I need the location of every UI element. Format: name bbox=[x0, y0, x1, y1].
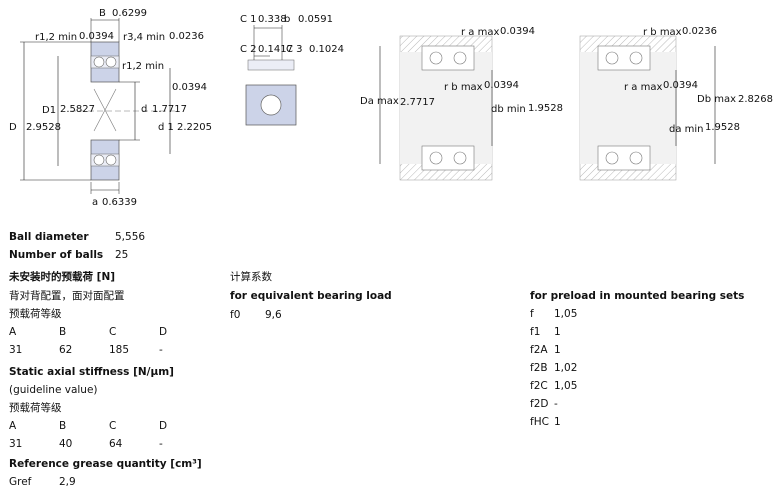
factor-f1-value: 1 bbox=[554, 326, 561, 338]
dim-D1-label: D1 bbox=[42, 105, 57, 116]
stiffness-header-b: B bbox=[59, 420, 67, 432]
dim-B-label: B bbox=[99, 8, 106, 19]
dim-d1-value: 2.2205 bbox=[177, 122, 212, 133]
dim-d-value: 1.7717 bbox=[152, 104, 187, 115]
calc-title: 计算系数 bbox=[230, 271, 272, 283]
dim-Dbmax-value: 2.8268 bbox=[738, 94, 773, 105]
f0-value: 9,6 bbox=[265, 309, 282, 321]
preload-value-d: - bbox=[159, 344, 163, 356]
dim-rbmax-label: r b max bbox=[444, 82, 483, 93]
dim-Damax-label: Da max bbox=[360, 96, 399, 107]
dim-D1-value: 2.5827 bbox=[60, 104, 95, 115]
ball-diameter-value: 5,556 bbox=[115, 231, 146, 243]
num-balls-value: 25 bbox=[115, 249, 129, 261]
dim-C3-label: C 3 bbox=[286, 44, 303, 55]
dim-rbmax-value: 0.0394 bbox=[484, 80, 519, 91]
factor-fhc-value: 1 bbox=[554, 416, 561, 428]
stiffness-class-label: 预载荷等级 bbox=[9, 402, 62, 414]
factor-fhc-label: fHC bbox=[530, 416, 549, 428]
factor-f-value: 1,05 bbox=[554, 308, 578, 320]
preload-value-c: 185 bbox=[109, 344, 130, 356]
preload-value-b: 62 bbox=[59, 344, 73, 356]
preload-header-d: D bbox=[159, 326, 168, 338]
ball-diameter-label: Ball diameter bbox=[9, 231, 89, 243]
preload-subtitle: 背对背配置，面对面配置 bbox=[9, 290, 125, 302]
dim-dbmin-value: 1.9528 bbox=[528, 103, 563, 114]
dim-r12min-b-value: 0.0394 bbox=[172, 82, 207, 93]
mounting-arrangement-2 bbox=[579, 35, 716, 181]
grease-label: Gref bbox=[9, 476, 32, 488]
factor-f2a-value: 1 bbox=[554, 344, 561, 356]
dim-C1-label: C 1 bbox=[240, 14, 257, 25]
grease-value: 2,9 bbox=[59, 476, 76, 488]
dim-rbmax2-value: 0.0236 bbox=[682, 26, 717, 37]
dim-dbmin-label: db min bbox=[491, 104, 526, 115]
stiffness-title: Static axial stiffness [N/µm] bbox=[9, 366, 174, 378]
dim-r34min-value: 0.0236 bbox=[169, 31, 204, 42]
factor-f2b-label: f2B bbox=[530, 362, 548, 374]
stiffness-value-c: 64 bbox=[109, 438, 123, 450]
f0-label: f0 bbox=[230, 309, 241, 321]
stiffness-header-c: C bbox=[109, 420, 117, 432]
preload-sets-title: for preload in mounted bearing sets bbox=[530, 290, 745, 302]
dim-rbmax2-label: r b max bbox=[643, 27, 682, 38]
dim-ramax2-value: 0.0394 bbox=[663, 80, 698, 91]
factor-f2c-value: 1,05 bbox=[554, 380, 578, 392]
num-balls-label: Number of balls bbox=[9, 249, 104, 261]
preload-header-a: A bbox=[9, 326, 17, 338]
bearing-drawings bbox=[20, 18, 716, 194]
preload-header-c: C bbox=[109, 326, 117, 338]
dim-d-label: d bbox=[141, 104, 148, 115]
grease-title: Reference grease quantity [cm³] bbox=[9, 458, 202, 470]
dim-damin-label: da min bbox=[669, 124, 704, 135]
shield-detail bbox=[245, 25, 297, 126]
dim-b-value: 0.0591 bbox=[298, 14, 333, 25]
preload-header-b: B bbox=[59, 326, 67, 338]
dim-b-label: b bbox=[284, 14, 291, 25]
dim-d1-label: d 1 bbox=[158, 122, 174, 133]
dim-Damax-value: 2.7717 bbox=[400, 97, 435, 108]
dim-ramax-value: 0.0394 bbox=[500, 26, 535, 37]
dim-C1-value: 0.338 bbox=[258, 14, 287, 25]
factor-f2d-value: - bbox=[554, 398, 558, 410]
mounting-arrangement-1 bbox=[379, 35, 493, 181]
stiffness-header-a: A bbox=[9, 420, 17, 432]
dim-r12min-b-label: r1,2 min bbox=[122, 61, 165, 72]
dim-damin-value: 1.9528 bbox=[705, 122, 740, 133]
dim-C2-value: 0.1417 bbox=[258, 44, 293, 55]
stiffness-value-a: 31 bbox=[9, 438, 23, 450]
dim-r12min-value: 0.0394 bbox=[79, 31, 114, 42]
factor-f2c-label: f2C bbox=[530, 380, 548, 392]
dim-r12min-label: r1,2 min bbox=[35, 32, 78, 43]
dim-C3-value: 0.1024 bbox=[309, 44, 344, 55]
dim-a-label: a bbox=[92, 197, 99, 208]
factor-f1-label: f1 bbox=[530, 326, 541, 338]
factor-f2d-label: f2D bbox=[530, 398, 549, 410]
factor-f2b-value: 1,02 bbox=[554, 362, 578, 374]
dim-B-value: 0.6299 bbox=[112, 8, 147, 19]
stiffness-value-b: 40 bbox=[59, 438, 73, 450]
dim-D-label: D bbox=[9, 122, 17, 133]
factor-f2a-label: f2A bbox=[530, 344, 548, 356]
dim-Dbmax-label: Db max bbox=[697, 94, 737, 105]
dim-ramax-label: r a max bbox=[461, 27, 500, 38]
stiffness-header-d: D bbox=[159, 420, 168, 432]
bearing-cross-section bbox=[20, 18, 175, 194]
factor-f-label: f bbox=[530, 308, 534, 320]
stiffness-value-d: - bbox=[159, 438, 163, 450]
dim-a-value: 0.6339 bbox=[102, 197, 137, 208]
dim-ramax2-label: r a max bbox=[624, 82, 663, 93]
dim-r34min-label: r3,4 min bbox=[123, 32, 166, 43]
preload-title: 未安装时的预载荷 [N] bbox=[9, 271, 116, 283]
stiffness-subtitle: (guideline value) bbox=[9, 384, 98, 396]
equiv-load-title: for equivalent bearing load bbox=[230, 290, 392, 302]
dim-C2-label: C 2 bbox=[240, 44, 257, 55]
preload-class-label: 预载荷等级 bbox=[9, 308, 62, 320]
preload-value-a: 31 bbox=[9, 344, 23, 356]
dim-D-value: 2.9528 bbox=[26, 122, 61, 133]
